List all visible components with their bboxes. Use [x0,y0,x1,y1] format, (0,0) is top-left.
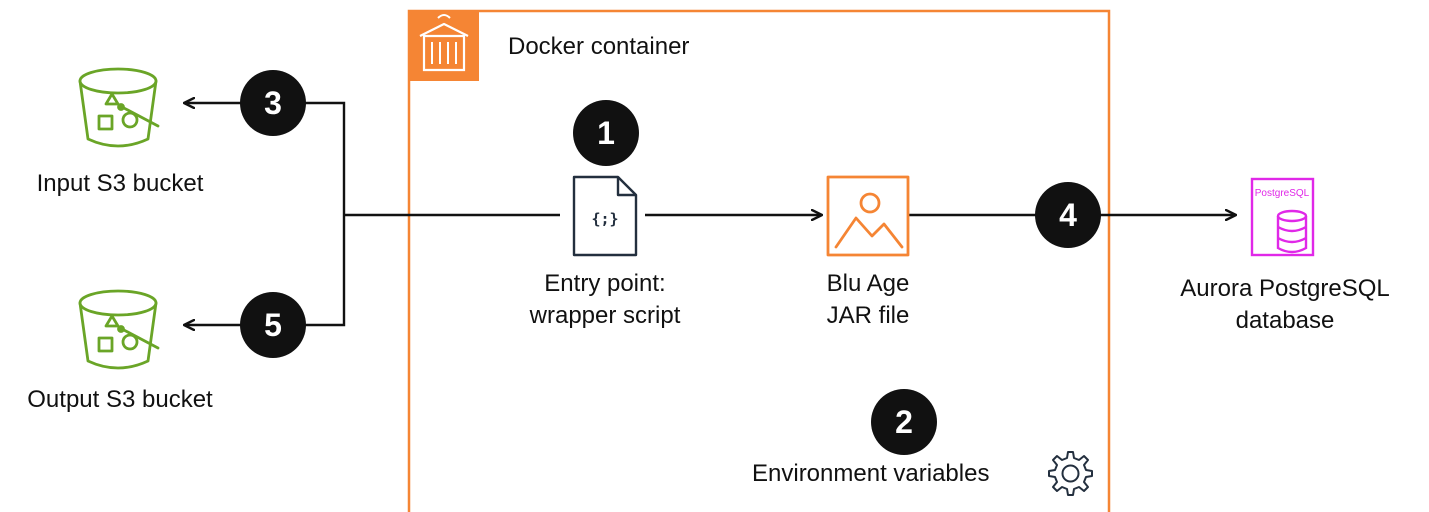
docker-container-boundary [407,9,1111,512]
input-s3-bucket-icon [78,67,160,148]
step-badge-5: 5 [240,292,306,358]
step-badge-3-number: 3 [264,85,282,121]
connector-to-input-bucket [184,103,346,215]
script-file-glyph: {;} [591,210,618,228]
docker-container-icon [409,11,479,81]
step-badge-1: 1 [573,100,639,166]
script-file-icon: {;} [572,175,638,257]
postgresql-icon-text: PostgreSQL [1255,188,1310,199]
input-bucket-label: Input S3 bucket [36,170,204,197]
database-label-line2: database [1235,307,1335,334]
jar-label: Blu Age JAR file [768,268,968,332]
output-s3-bucket-icon [78,289,160,370]
step-badge-4-number: 4 [1059,197,1077,233]
gear-icon [1048,451,1093,496]
step-badge-4: 4 [1035,182,1101,248]
postgresql-database-icon: PostgreSQL [1250,177,1315,257]
jar-label-line2: JAR file [826,302,910,329]
jar-label-line1: Blu Age [826,270,910,297]
step-badge-2-number: 2 [895,404,913,440]
step-badge-1-number: 1 [597,115,615,151]
step-badge-5-number: 5 [264,307,282,343]
step-badge-3: 3 [240,70,306,136]
container-title: Docker container [508,33,690,60]
connector-to-output-bucket [184,215,346,325]
entry-point-label-line2: wrapper script [529,302,681,329]
environment-variables-label: Environment variables [752,460,990,487]
step-badge-2: 2 [871,389,937,455]
jar-image-icon [826,175,910,257]
database-label: Aurora PostgreSQL database [1150,273,1420,337]
entry-point-label-line1: Entry point: [544,270,666,297]
entry-point-label: Entry point: wrapper script [505,268,705,332]
output-bucket-label: Output S3 bucket [27,386,213,413]
database-label-line1: Aurora PostgreSQL [1180,275,1390,302]
